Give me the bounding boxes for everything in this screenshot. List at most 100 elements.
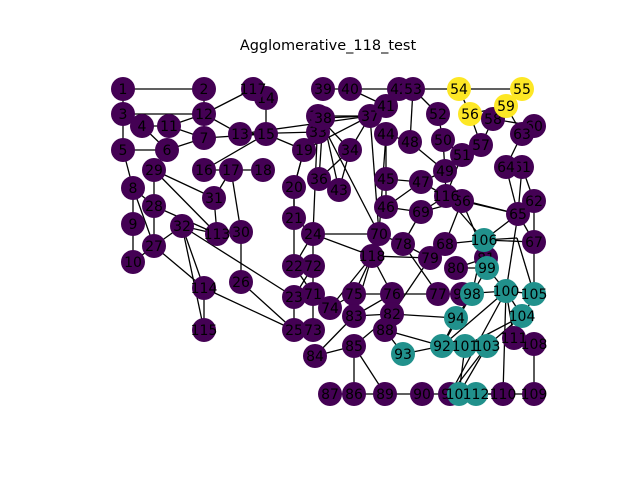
node-marker [311,106,335,130]
node-57: 57 [469,133,493,157]
node-label: 4 [138,119,147,135]
node-label: 6 [163,143,172,159]
node-label: 2 [200,82,209,98]
node-marker [111,102,135,126]
node-marker [318,382,342,406]
node-label: 47 [412,175,430,191]
node-label: 64 [497,160,515,176]
node-label: 101 [452,339,479,355]
node-label: 1 [119,82,128,98]
node-marker [121,176,145,200]
node-marker [522,332,546,356]
edge-29-113 [153,169,218,235]
node-label: 105 [521,287,548,303]
node-12: 12 [192,102,216,126]
node-label: 50 [434,133,452,149]
node-marker [282,285,306,309]
node-86: 86 [342,382,366,406]
node-marker [311,77,335,101]
node-marker [111,138,135,162]
node-74: 74 [318,296,342,320]
node-label: 56 [461,107,479,123]
node-marker [192,158,216,182]
node-68: 68 [433,232,457,256]
node-marker [342,304,366,328]
node-label: 77 [429,287,447,303]
node-marker [447,77,471,101]
node-marker [409,170,433,194]
node-label: 31 [205,191,223,207]
node-label: 13 [231,127,249,143]
node-63: 63 [510,122,534,146]
node-111: 111 [501,326,527,350]
node-marker [142,194,166,218]
node-label: 68 [436,237,454,253]
node-label: 69 [412,205,430,221]
node-113: 113 [204,222,230,246]
node-label: 49 [436,164,454,180]
node-label: 116 [433,189,460,205]
node-label: 52 [429,107,447,123]
node-marker [130,114,154,138]
node-marker [338,138,362,162]
node-label: 80 [447,261,465,277]
node-marker [342,382,366,406]
node-marker [374,167,398,191]
node-62: 62 [522,189,546,213]
node-label: 24 [304,227,322,243]
node-marker [398,130,422,154]
node-marker [426,282,450,306]
node-marker [301,282,325,306]
node-38: 38 [311,106,335,130]
node-78: 78 [391,232,415,256]
node-label: 45 [377,172,395,188]
edge-114-25 [203,287,295,331]
node-label: 39 [314,82,332,98]
node-label: 106 [471,233,498,249]
node-93: 93 [391,342,415,366]
node-marker [373,382,397,406]
node-98: 98 [460,282,484,306]
node-44: 44 [374,122,398,146]
node-marker [444,306,468,330]
node-marker [157,114,181,138]
node-16: 16 [192,158,216,182]
node-label: 88 [376,323,394,339]
node-marker [205,222,229,246]
node-marker [374,122,398,146]
node-label: 99 [478,261,496,277]
node-1: 1 [111,77,135,101]
node-label: 118 [359,249,386,265]
node-marker [121,250,145,274]
node-47: 47 [409,170,433,194]
node-marker [374,94,398,118]
node-marker [430,334,454,358]
node-marker [510,122,534,146]
chart-title: Agglomerative_118_test [240,38,417,54]
node-marker [410,382,434,406]
node-marker [494,155,518,179]
node-19: 19 [292,138,316,162]
node-4: 4 [130,114,154,138]
node-label: 19 [295,143,313,159]
node-25: 25 [282,318,306,342]
node-marker [192,102,216,126]
node-label: 104 [509,309,536,325]
node-54: 54 [447,77,471,101]
node-69: 69 [409,200,433,224]
node-marker [475,334,499,358]
node-marker [472,228,496,252]
node-label: 86 [345,387,363,403]
node-51: 51 [450,143,474,167]
node-9: 9 [121,212,145,236]
node-marker [360,244,384,268]
node-label: 38 [314,111,332,127]
node-marker [506,202,530,226]
node-24: 24 [301,222,325,246]
node-label: 28 [145,199,163,215]
node-label: 20 [285,180,303,196]
node-marker [342,282,366,306]
node-label: 36 [310,172,328,188]
edge-37-19 [303,115,371,151]
node-label: 117 [240,82,267,98]
